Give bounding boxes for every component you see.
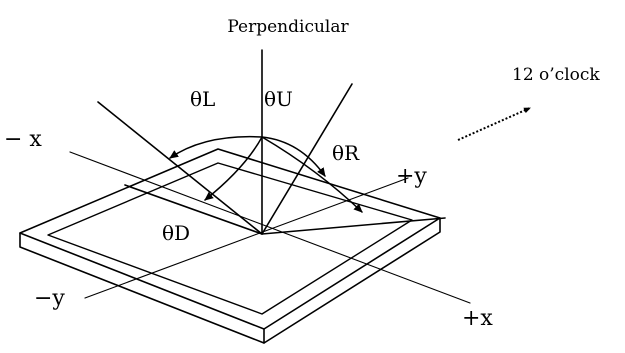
viewing-rays <box>97 49 446 235</box>
neg-y-label: −y <box>34 286 65 311</box>
theta-left-label: θL <box>190 87 215 111</box>
pos-x-label: +x <box>462 306 493 331</box>
pos-y-label: +y <box>396 164 427 189</box>
ray-theta-left <box>97 101 263 235</box>
twelve-oclock-arrow <box>457 107 531 141</box>
twelve-oclock-label: 12 o’clock <box>512 65 600 85</box>
neg-x-label: − x <box>4 127 42 152</box>
theta-up-label: θU <box>264 87 293 111</box>
panel-front-left-edge <box>19 232 265 344</box>
ray-theta-up <box>261 83 353 235</box>
panel-front-right-edge <box>263 217 441 344</box>
x-axis-line <box>69 151 471 304</box>
ray-theta-down <box>124 184 263 235</box>
axes <box>69 151 471 304</box>
ray-theta-right <box>261 217 446 235</box>
theta-down-label: θD <box>162 221 190 245</box>
arc-theta-up <box>261 136 326 177</box>
arc-theta-down <box>204 136 263 201</box>
arc-theta-left <box>169 135 263 159</box>
angle-arcs <box>169 135 363 213</box>
y-axis-line <box>84 177 409 299</box>
perpendicular-label: Perpendicular <box>227 17 349 37</box>
arc-theta-right <box>261 136 363 213</box>
theta-right-label: θR <box>332 141 360 165</box>
